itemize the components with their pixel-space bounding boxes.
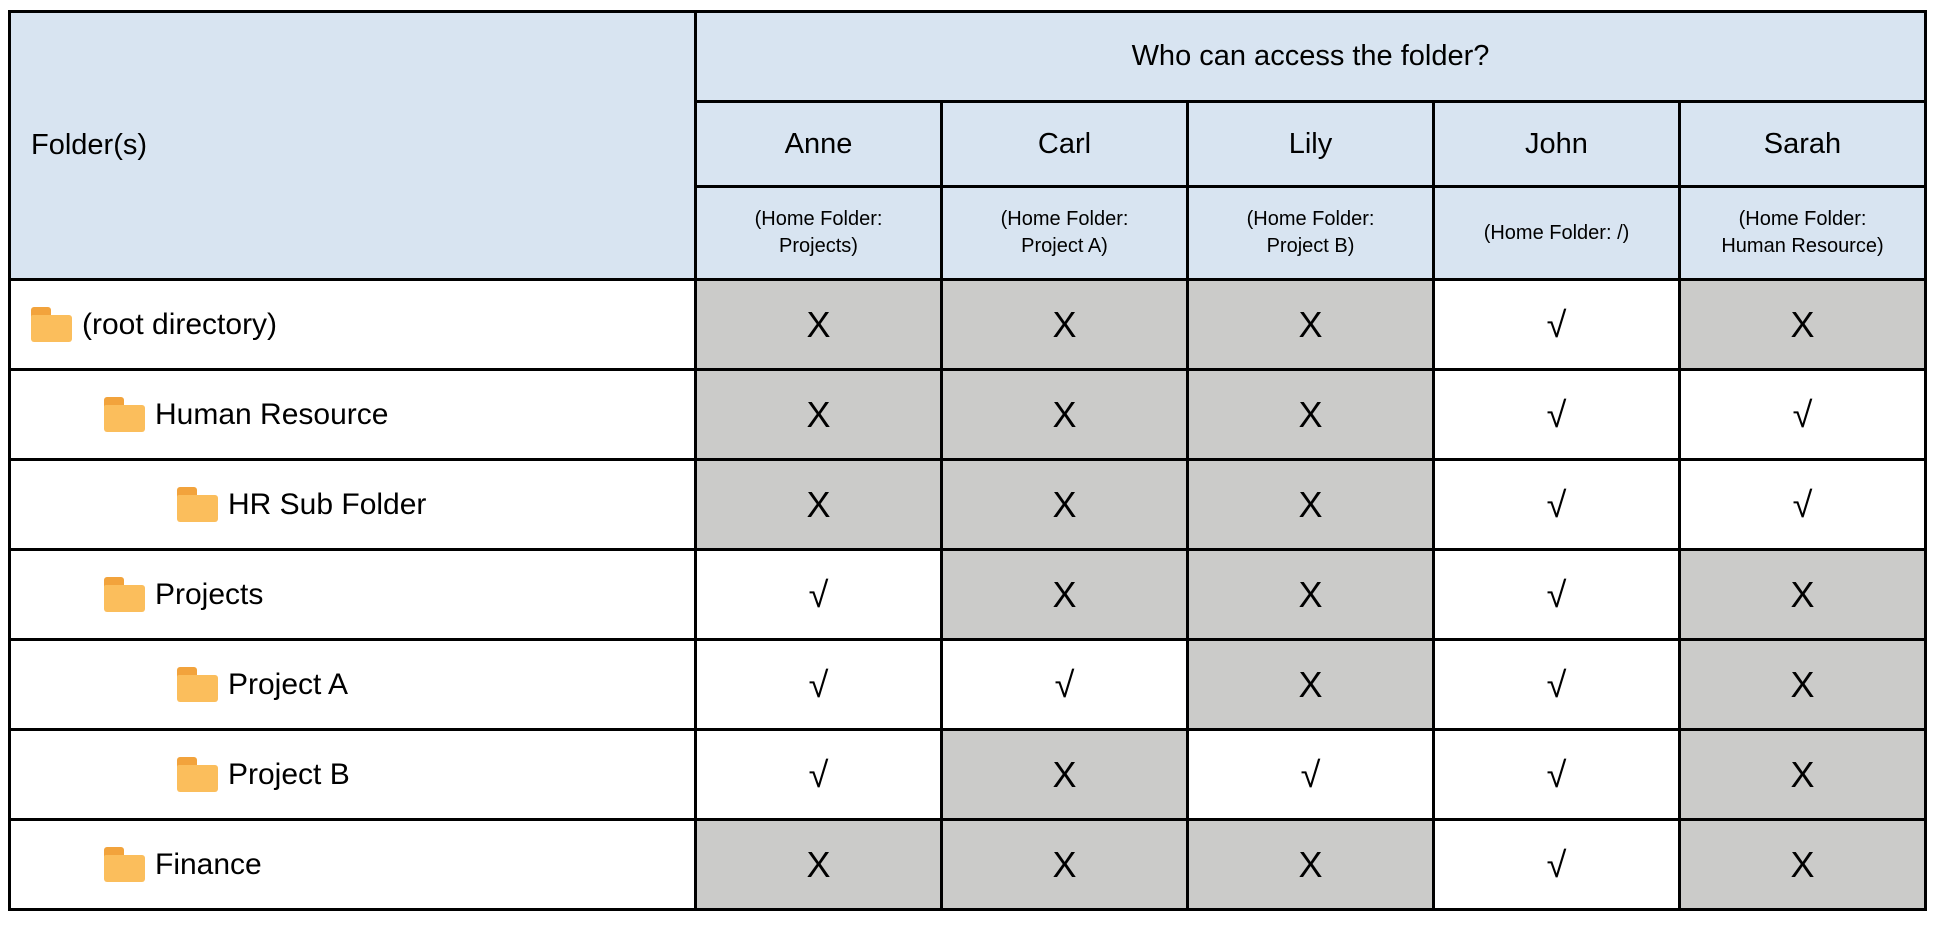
access-cell: X: [940, 368, 1189, 461]
person-header-anne: Anne: [694, 100, 943, 188]
folder-label: Projects: [155, 577, 264, 611]
home-folder-lily: (Home Folder: Project B): [1186, 185, 1435, 281]
folder-icon: [104, 397, 145, 432]
folder-access-table: Folder(s) Who can access the folder? Ann…: [8, 10, 1927, 911]
table-row-project-b: Project B √ X √ √ X: [8, 728, 1927, 821]
access-cell: √: [1432, 638, 1681, 731]
folder-cell: (root directory): [8, 278, 697, 371]
access-cell: X: [1186, 638, 1435, 731]
access-cell: √: [1186, 728, 1435, 821]
header-row-names: Anne Carl Lily John Sarah: [10, 100, 1927, 188]
access-cell: X: [694, 368, 943, 461]
access-cell: √: [1432, 818, 1681, 911]
table-row-human-resource: Human Resource X X X √ √: [8, 368, 1927, 461]
table-row-finance: Finance X X X √ X: [8, 818, 1927, 911]
access-cell: X: [1186, 368, 1435, 461]
access-cell: √: [694, 638, 943, 731]
access-cell: X: [694, 278, 943, 371]
access-cell: X: [1186, 818, 1435, 911]
folder-label: (root directory): [82, 307, 278, 341]
table-row-projects: Projects √ X X √ X: [8, 548, 1927, 641]
access-cell: X: [1678, 728, 1927, 821]
folder-icon: [104, 577, 145, 612]
person-header-john: John: [1432, 100, 1681, 188]
home-folder-anne: (Home Folder: Projects): [694, 185, 943, 281]
access-cell: √: [1432, 368, 1681, 461]
access-header: Who can access the folder?: [694, 10, 1927, 103]
folder-label: HR Sub Folder: [228, 487, 427, 521]
folder-label: Project A: [228, 667, 349, 701]
access-cell: X: [694, 818, 943, 911]
home-folder-john: (Home Folder: /): [1432, 185, 1681, 281]
folder-cell: Project B: [8, 728, 697, 821]
person-header-carl: Carl: [940, 100, 1189, 188]
access-cell: √: [1678, 458, 1927, 551]
folder-cell: Project A: [8, 638, 697, 731]
table-row-project-a: Project A √ √ X √ X: [8, 638, 1927, 731]
access-cell: X: [1186, 458, 1435, 551]
folder-icon: [177, 487, 218, 522]
home-folder-carl: (Home Folder: Project A): [940, 185, 1189, 281]
access-cell: X: [940, 458, 1189, 551]
person-header-lily: Lily: [1186, 100, 1435, 188]
access-cell: X: [940, 278, 1189, 371]
person-header-sarah: Sarah: [1678, 100, 1927, 188]
access-cell: X: [1678, 638, 1927, 731]
access-cell: X: [1678, 548, 1927, 641]
access-cell: √: [1432, 548, 1681, 641]
folders-column-header: Folder(s): [8, 10, 697, 281]
folder-icon: [104, 847, 145, 882]
access-cell: X: [1186, 548, 1435, 641]
access-cell: X: [940, 818, 1189, 911]
folder-label: Finance: [155, 847, 262, 881]
header-row-top: Folder(s) Who can access the folder?: [8, 10, 1927, 281]
access-cell: √: [940, 638, 1189, 731]
access-cell: √: [694, 548, 943, 641]
folder-icon: [177, 667, 218, 702]
access-cell: √: [1678, 368, 1927, 461]
access-cell: X: [1186, 278, 1435, 371]
access-cell: √: [694, 728, 943, 821]
folder-icon: [177, 757, 218, 792]
folder-cell: HR Sub Folder: [8, 458, 697, 551]
folder-label: Project B: [228, 757, 350, 791]
access-cell: √: [1432, 728, 1681, 821]
folder-cell: Projects: [8, 548, 697, 641]
access-cell: X: [940, 728, 1189, 821]
access-cell: X: [940, 548, 1189, 641]
access-cell: √: [1432, 458, 1681, 551]
table-row-hr-sub-folder: HR Sub Folder X X X √ √: [8, 458, 1927, 551]
folder-cell: Human Resource: [8, 368, 697, 461]
folder-cell: Finance: [8, 818, 697, 911]
access-cell: X: [1678, 818, 1927, 911]
access-cell: X: [1678, 278, 1927, 371]
folder-label: Human Resource: [155, 397, 389, 431]
table-row-root-directory: (root directory) X X X √ X: [8, 278, 1927, 371]
home-folder-sarah: (Home Folder: Human Resource): [1678, 185, 1927, 281]
access-cell: √: [1432, 278, 1681, 371]
access-cell: X: [694, 458, 943, 551]
folder-icon: [31, 307, 72, 342]
header-row-home-folders: (Home Folder: Projects) (Home Folder: Pr…: [10, 185, 1927, 281]
